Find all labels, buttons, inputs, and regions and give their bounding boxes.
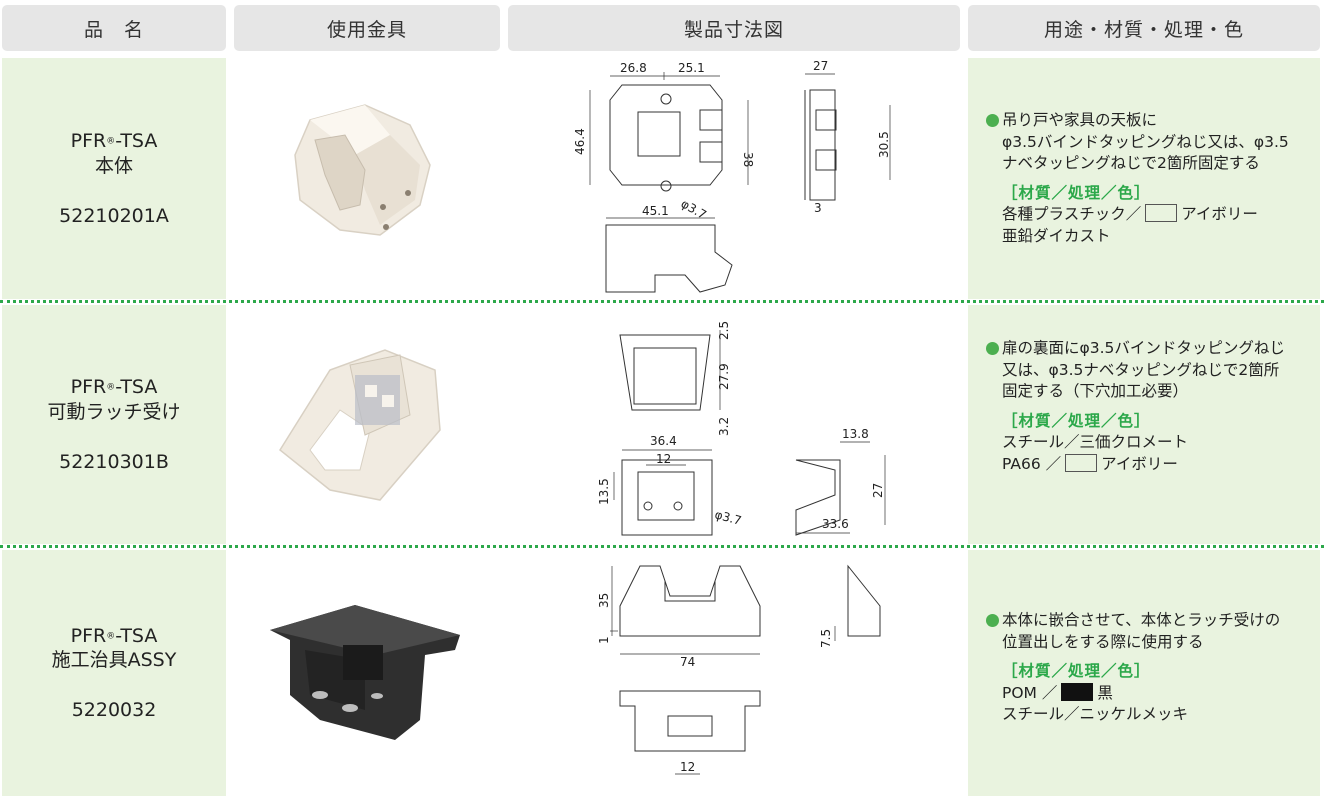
dim-label: 35 (597, 593, 611, 608)
material-heading: ［材質／処理／色］ (1002, 183, 1151, 202)
row2-name-cell (2, 305, 226, 544)
row2-dimension-drawing: 2.5 27.9 3.2 36.4 12 13.5 φ3.7 13.8 27 3… (597, 321, 886, 536)
material-line: PA66 ／アイボリー (1002, 453, 1178, 473)
dim-label: 1 (597, 636, 611, 644)
material-heading: ［材質／処理／色］ (1002, 662, 1151, 680)
row3-name-cell (2, 550, 226, 796)
dim-label: 36.4 (650, 434, 677, 448)
row3-dimension-drawing: 35 1 74 7.5 12 (597, 564, 881, 775)
ivory-swatch (1145, 204, 1178, 222)
dim-label: 27 (813, 60, 828, 73)
dim-label: 13.5 (597, 478, 611, 505)
row1-product-photo (294, 104, 431, 236)
usage-text: 本体に嵌合させて、本体とラッチ受けの (1002, 611, 1281, 629)
material-line: スチール／ニッケルメッキ (1002, 705, 1189, 723)
product-title: PFR®-TSA (70, 130, 158, 153)
usage-text: 吊り戸や家具の天板に (1002, 111, 1158, 129)
material-line: POM ／黒 (1002, 682, 1113, 702)
dim-label: 27.9 (717, 363, 731, 390)
product-title: PFR®-TSA (70, 376, 158, 399)
usage-text: 又は、φ3.5ナベタッピングねじで2箇所 (1002, 360, 1280, 379)
product-subtitle: 本体 (94, 154, 133, 177)
black-swatch (1061, 682, 1094, 701)
usage-text: 扉の裏面にφ3.5バインドタッピングねじ (1002, 339, 1285, 357)
row2-product-name: PFR®-TSA 可動ラッチ受け 52210301B (2, 305, 226, 544)
row2-product-photo (279, 349, 441, 501)
product-subtitle: 施工治具ASSY (51, 649, 177, 672)
material-line: 亜鉛ダイカスト (1002, 226, 1111, 245)
header-dimension-drawing: 製品寸法図 (508, 5, 960, 51)
dim-label: 13.8 (842, 427, 869, 441)
product-subtitle: 可動ラッチ受け (47, 400, 181, 423)
row2-description: 扉の裏面にφ3.5バインドタッピングねじ 又は、φ3.5ナベタッピングねじで2箇… (986, 338, 1316, 475)
dim-label: 26.8 (620, 61, 647, 75)
usage-text: 固定する（下穴加工必要） (1002, 382, 1189, 400)
bullet-icon (986, 114, 999, 127)
product-title: PFR®-TSA (70, 624, 158, 647)
dim-label: 38 (741, 152, 755, 167)
dim-label: 3.2 (717, 417, 731, 436)
row3-desc-cell (968, 550, 1320, 796)
dim-label: 2.5 (717, 321, 731, 340)
usage-text: φ3.5バインドタッピングねじ又は、φ3.5 (1002, 132, 1289, 151)
product-code: 5220032 (71, 699, 157, 722)
row1-name-cell (2, 58, 226, 299)
header-product-name: 品 名 (2, 5, 226, 51)
dim-label: 7.5 (819, 629, 833, 648)
dim-label: φ3.7 (713, 507, 743, 528)
row3-product-photo (270, 605, 460, 740)
bullet-icon (986, 614, 999, 627)
row1-desc-cell (968, 58, 1320, 299)
row1-dimension-drawing: 26.8 25.1 27 46.4 38 30.5 φ3.7 3 45.1 (573, 60, 891, 293)
dim-label: 74 (680, 655, 695, 669)
material-heading: ［材質／処理／色］ (1002, 411, 1151, 430)
dim-label: 30.5 (877, 131, 891, 158)
dim-label: 25.1 (678, 61, 705, 75)
product-code: 52210301B (59, 450, 169, 473)
dim-label: 33.6 (822, 517, 849, 531)
ivory-swatch (1065, 453, 1098, 472)
product-code: 52210201A (59, 204, 169, 227)
row-separator (0, 545, 1324, 548)
row-separator (0, 300, 1324, 303)
row1-description: 吊り戸や家具の天板に φ3.5バインドタッピングねじ又は、φ3.5 ナベタッピン… (986, 110, 1316, 247)
material-line: スチール／三価クロメート (1002, 433, 1189, 451)
dim-label: 45.1 (642, 204, 669, 218)
header-usage-material: 用途・材質・処理・色 (968, 5, 1320, 51)
header-fittings: 使用金具 (234, 5, 500, 51)
row2-desc-cell (968, 305, 1320, 544)
material-line: 各種プラスチック／アイボリー (1002, 204, 1258, 223)
row3-description: 本体に嵌合させて、本体とラッチ受けの 位置出しをする際に使用する ［材質／処理／… (986, 610, 1316, 726)
dim-label: 27 (871, 483, 885, 498)
dim-label: 3 (814, 201, 822, 215)
dim-label: 12 (680, 760, 695, 774)
usage-text: 位置出しをする際に使用する (1002, 632, 1204, 651)
dim-label: 12 (656, 452, 671, 466)
bullet-icon (986, 342, 999, 355)
usage-text: ナベタッピングねじで2箇所固定する (1002, 154, 1260, 172)
row1-product-name: PFR®-TSA 本体 52210201A (2, 58, 226, 299)
row3-product-name: PFR®-TSA 施工治具ASSY 5220032 (2, 550, 226, 796)
dim-label: 46.4 (573, 128, 587, 155)
